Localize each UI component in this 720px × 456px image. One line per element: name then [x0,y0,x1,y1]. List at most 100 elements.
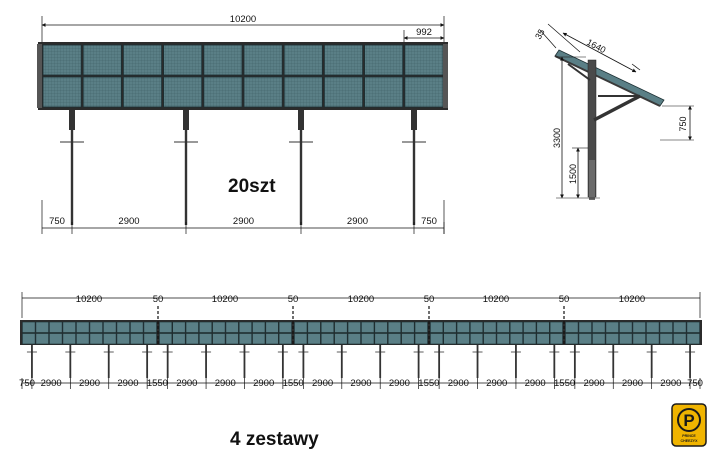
solar-panel [509,333,524,345]
solar-panel [632,321,646,333]
panel-length-label: 1640 [585,37,607,55]
solar-panel [243,44,283,76]
solar-panel [159,321,173,333]
solar-panel [116,333,130,345]
solar-panel [619,321,633,333]
logo-ring [677,408,701,432]
solar-panel [116,321,130,333]
solar-panel [334,321,348,333]
set-gap-label: 50 [559,294,570,305]
row-post-spacing-label: 2900 [117,378,138,389]
solar-panel [387,333,402,345]
solar-panel [123,44,163,76]
panel-length-dimension [562,32,637,73]
row-post-spacing-label: 1550 [554,378,575,389]
row-post-spacing-label: 1550 [418,378,439,389]
total-height-label: 3300 [552,128,562,148]
solar-panel [469,333,484,345]
solar-panel [49,321,63,333]
row-post-spacing-label: 2900 [312,378,333,389]
solar-panel [646,321,660,333]
solar-panel [89,321,103,333]
solar-panel [103,321,117,333]
row-post-spacing-label: 2900 [79,378,100,389]
solar-panel [456,321,470,333]
front-edge-height-label: 750 [678,116,688,131]
solar-panel [294,333,308,345]
set-width-label: 10200 [483,294,509,305]
solar-panel [35,321,49,333]
set-width-label: 10200 [348,294,374,305]
solar-panel [143,321,157,333]
solar-panel [320,321,335,333]
company-logo: P PRINCE CHEEZYX [671,403,707,447]
solar-panel [686,321,700,333]
row-post-spacing-label: 2900 [622,378,643,389]
solar-panel [565,321,579,333]
solar-panel [536,321,550,333]
solar-panel [62,321,76,333]
solar-panel [430,321,444,333]
post-spacing-label: 2900 [347,216,368,227]
solar-panel [401,333,415,345]
solar-panel [22,321,36,333]
solar-panel [496,333,510,345]
solar-panel [347,333,361,345]
solar-panel [387,321,402,333]
set-width-label: 10200 [76,294,102,305]
row-post-spacing-label: 2900 [448,378,469,389]
solar-panel [334,333,348,345]
solar-panel [404,44,444,76]
row-post-spacing-label: 750 [19,378,35,389]
row-post-spacing-label: 2900 [486,378,507,389]
solar-panel [252,321,266,333]
solar-panel [646,333,660,345]
row-post-spacing-label: 2900 [350,378,371,389]
solar-panel [76,321,90,333]
solar-panel [323,76,363,108]
solar-panel [632,333,646,345]
solar-panel [22,333,36,345]
row-post-spacing-label: 1550 [147,378,168,389]
row-post-spacing-label: 2900 [389,378,410,389]
solar-panel [172,321,186,333]
solar-panel [307,321,321,333]
row-post-spacing-label: 2900 [660,378,681,389]
solar-panel [549,333,563,345]
ext-line [547,23,581,53]
panel-width-label: 992 [416,27,432,38]
solar-panel [238,321,252,333]
set-gap-label: 50 [153,294,164,305]
solar-panel [523,321,537,333]
solar-panel [456,333,470,345]
panel-quantity-label: 20szt [228,176,276,197]
solar-panel [199,333,213,345]
solar-panel [659,333,673,345]
solar-panel [130,333,144,345]
solar-panel [212,333,226,345]
ext-line [631,63,641,71]
solar-panel [523,333,537,345]
solar-panel [443,333,457,345]
solar-panel [565,333,579,345]
set-gap-label: 50 [424,294,435,305]
solar-panel [686,333,700,345]
overall-width-label: 10200 [230,14,256,25]
solar-panel [469,321,484,333]
solar-panel [265,321,279,333]
solar-panel [283,76,323,108]
solar-panel [62,333,76,345]
solar-panel [578,333,592,345]
post-spacing-label: 750 [49,216,65,227]
solar-panel [549,321,563,333]
row-post-spacing-label: 2900 [525,378,546,389]
solar-panel [659,321,673,333]
solar-panel [35,333,49,345]
solar-panel [414,333,428,345]
solar-panel [82,76,122,108]
solar-panel [238,333,252,345]
solar-panel [42,44,82,76]
